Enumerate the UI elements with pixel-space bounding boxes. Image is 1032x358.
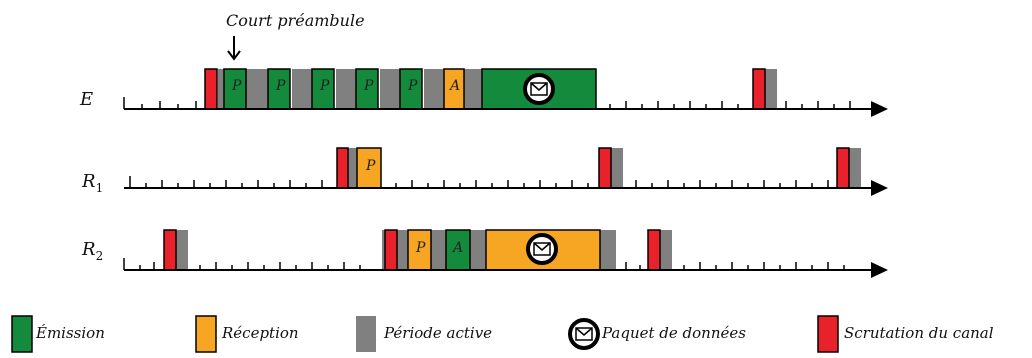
data-packet-icon xyxy=(523,73,555,105)
legend-label-reception: Réception xyxy=(221,324,299,342)
preamble-reception xyxy=(356,147,382,189)
timeline-label-e: E xyxy=(79,89,93,110)
axis-arrowhead xyxy=(871,101,888,117)
data-packet-icon xyxy=(568,318,600,350)
legend: Émission Réception Période active Paquet… xyxy=(11,315,994,353)
preamble-letter: P xyxy=(365,158,376,174)
legend-swatch-reception xyxy=(195,315,217,353)
active-period xyxy=(464,69,482,109)
axis-ticks xyxy=(129,176,829,188)
timeline-label-r2: R2 xyxy=(81,239,103,263)
active-period xyxy=(431,230,446,270)
channel-poll xyxy=(384,229,398,271)
axis-ticks xyxy=(123,258,845,270)
active-period xyxy=(849,148,861,188)
legend-label-emission: Émission xyxy=(35,324,105,342)
data-packet-icon xyxy=(526,233,558,265)
legend-item-active: Période active xyxy=(356,316,492,352)
axis-ticks xyxy=(123,97,851,109)
active-period xyxy=(380,69,400,109)
channel-poll xyxy=(598,147,612,189)
legend-label-poll: Scrutation du canal xyxy=(844,324,994,342)
active-period xyxy=(600,230,616,270)
channel-poll xyxy=(752,68,766,110)
active-period xyxy=(424,69,444,109)
legend-swatch-poll xyxy=(817,315,839,353)
preamble-letter: P xyxy=(319,78,330,94)
active-period xyxy=(176,230,188,270)
preamble-letter: P xyxy=(275,78,286,94)
active-period xyxy=(660,230,672,270)
active-period xyxy=(292,69,312,109)
channel-poll xyxy=(836,147,850,189)
preamble-letter: P xyxy=(407,78,418,94)
channel-poll xyxy=(647,229,661,271)
active-period xyxy=(611,148,623,188)
active-period xyxy=(470,230,486,270)
annotation-arrow xyxy=(227,36,241,61)
legend-item-reception: Réception xyxy=(195,315,299,353)
axis-arrowhead xyxy=(871,180,888,196)
channel-poll xyxy=(163,229,177,271)
legend-item-poll: Scrutation du canal xyxy=(817,315,994,353)
legend-item-packet: Paquet de données xyxy=(568,318,746,350)
legend-label-packet: Paquet de données xyxy=(601,324,746,342)
short-preamble-annotation: Court préambule xyxy=(226,11,365,30)
active-period xyxy=(248,69,268,109)
active-period xyxy=(765,69,777,109)
legend-label-active: Période active xyxy=(383,324,492,342)
preamble-letter: P xyxy=(363,78,374,94)
ack-letter: A xyxy=(448,78,460,94)
preamble-letter: P xyxy=(231,78,242,94)
legend-swatch-active xyxy=(356,316,376,352)
timeline-label-r1: R1 xyxy=(81,171,103,195)
ack-letter: A xyxy=(451,240,463,256)
legend-item-emission: Émission xyxy=(11,315,105,353)
axis-arrowhead xyxy=(871,262,888,278)
active-period xyxy=(397,230,408,270)
timeline-r2: R2 P A xyxy=(81,229,888,278)
active-period xyxy=(336,69,356,109)
preamble-letter: P xyxy=(415,240,426,256)
channel-poll xyxy=(204,68,218,110)
timeline-e: E P P P P P A xyxy=(79,68,888,117)
active-period xyxy=(347,148,357,188)
timeline-r1: R1 P xyxy=(81,147,888,196)
channel-poll xyxy=(336,147,349,189)
legend-swatch-emission xyxy=(11,315,33,353)
